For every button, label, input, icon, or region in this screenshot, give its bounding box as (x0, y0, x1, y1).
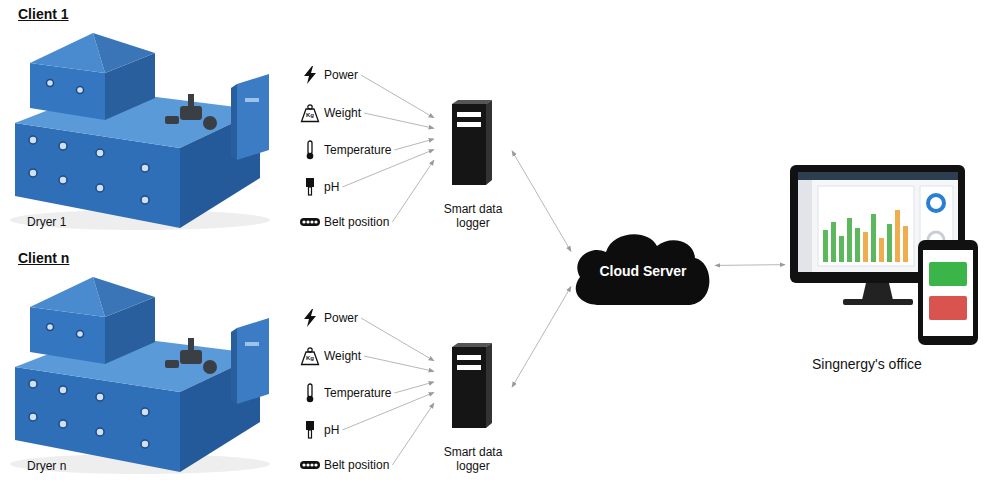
office-computer (918, 240, 978, 345)
server-icon (452, 100, 492, 185)
office-computer (903, 226, 908, 262)
sensor-icon (300, 461, 320, 469)
node-text: Singnergy's office (812, 356, 922, 372)
sensor-icon (306, 421, 314, 438)
office-computer (823, 214, 892, 262)
node-text: pH (324, 179, 339, 195)
connector-arrow (364, 113, 434, 128)
office-computer (839, 236, 844, 262)
office-computer (831, 222, 836, 262)
node-text: Dryer 1 (27, 215, 66, 229)
connector-arrow (394, 139, 434, 150)
office-computer (843, 299, 913, 305)
sensor-label: Temperature (322, 385, 393, 401)
office-computer (798, 172, 958, 180)
cloud-server: Cloud Server (572, 228, 714, 306)
node-text: Cloud Server (599, 263, 686, 279)
node-text: Smart data logger (435, 202, 511, 230)
node-text: pH (324, 422, 339, 438)
node-text: Dryer n (27, 459, 66, 473)
office-computer (879, 238, 884, 262)
office-computer (929, 296, 967, 320)
client-heading: Client n (18, 250, 69, 266)
connector-arrow (512, 287, 571, 388)
server-icon (452, 343, 492, 428)
office-computer (863, 232, 868, 262)
sensor-icon (302, 348, 319, 365)
office-computer (895, 210, 900, 262)
office-computer (855, 228, 860, 262)
node-text: Weight (324, 105, 361, 121)
office-computer (790, 165, 978, 345)
sensor-icon (300, 66, 320, 469)
node-text: Temperature (324, 385, 391, 401)
node-text: Smart data logger (435, 445, 511, 473)
office-computer (863, 210, 908, 262)
node-text: Belt position (324, 457, 389, 473)
node-text: Temperature (324, 142, 391, 158)
office-computer (929, 262, 967, 286)
sensor-label: Belt position (322, 457, 391, 473)
data-logger: Smart data logger (435, 341, 511, 473)
connector-arrow (394, 382, 434, 393)
office-computer (928, 195, 944, 211)
sensor-label: pH (322, 422, 341, 438)
office-computer (818, 186, 914, 266)
office-computer (923, 250, 973, 336)
node-text: Belt position (324, 214, 389, 230)
dryer-node: Dryer n (5, 272, 280, 477)
office-computer (887, 224, 892, 262)
sensor-icon (302, 105, 319, 122)
sensor-label: Power (322, 67, 360, 83)
office-computer (798, 180, 812, 272)
connector-arrow (512, 151, 571, 252)
dryer-node: Dryer 1 (5, 28, 280, 233)
sensor-label: Temperature (322, 142, 393, 158)
client-heading: Client 1 (18, 6, 69, 22)
office-station: Singnergy's office (786, 160, 982, 378)
weight-unit: Kg (306, 355, 314, 361)
connector-arrow (715, 264, 785, 266)
connector-arrow (392, 403, 434, 465)
sensor-icon (306, 178, 314, 195)
office-computer (847, 218, 852, 262)
office-computer (823, 230, 828, 262)
sensor-label: Weight (322, 105, 363, 121)
connector-arrow (361, 318, 434, 361)
dryer-machine (10, 33, 270, 230)
sensor-icon (307, 141, 314, 159)
connector-arrow (392, 160, 434, 222)
sensor-label: pH (322, 179, 341, 195)
sensor-label: Belt position (322, 214, 391, 230)
connector-arrow (364, 356, 434, 371)
office-computer (862, 283, 893, 300)
dryer-machine (10, 277, 270, 474)
sensor-icon (307, 384, 314, 402)
node-text: Weight (324, 348, 361, 364)
sensor-label: Power (322, 310, 360, 326)
connector-arrow (361, 75, 434, 118)
data-logger: Smart data logger (435, 98, 511, 230)
sensor-icon (304, 66, 316, 84)
sensor-label: Weight (322, 348, 363, 364)
weight-unit: Kg (306, 112, 314, 118)
cloud-shape (576, 234, 710, 305)
sensor-icon (304, 309, 316, 327)
office-computer (871, 214, 876, 262)
sensor-icon (300, 218, 320, 226)
node-text: Power (324, 310, 358, 326)
node-text: Power (324, 67, 358, 83)
